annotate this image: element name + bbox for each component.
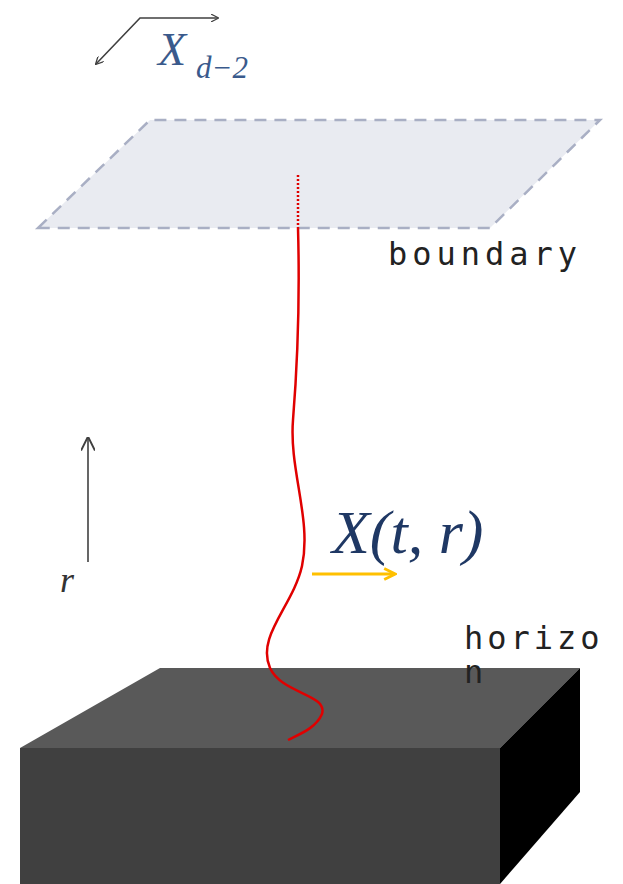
radial-axis-arrow — [87, 438, 89, 562]
subscript: d−2 — [196, 52, 248, 85]
displacement-label: X(t, r) — [332, 500, 484, 565]
horizon-side-face — [500, 668, 580, 884]
horizon-top-face — [20, 668, 580, 748]
string-dotted-end — [297, 175, 300, 228]
displacement-arrow — [312, 573, 394, 576]
horizon-front-face — [20, 748, 500, 884]
boundary-label: boundary — [388, 238, 582, 272]
string — [267, 228, 323, 740]
axis-label: r — [60, 562, 74, 600]
horizon-block — [20, 668, 580, 884]
horizon-label: horizon — [464, 622, 614, 689]
boundary-plane — [38, 120, 600, 228]
